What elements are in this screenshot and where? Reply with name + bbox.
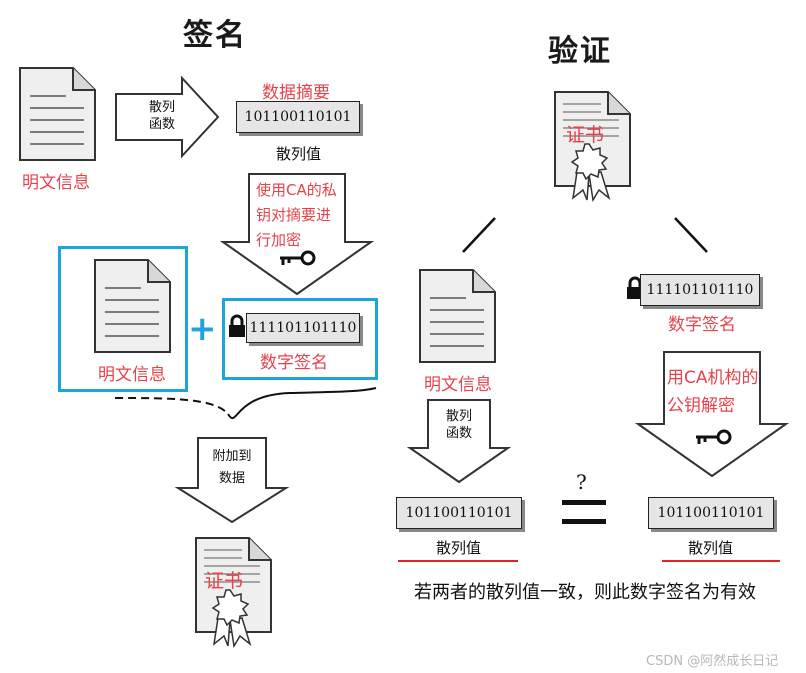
hash-caption-left: 散列值 (436, 539, 482, 557)
certificate-label-2: 证书 (566, 124, 605, 146)
underline-right (662, 560, 780, 562)
certificate-icon-2 (554, 91, 631, 203)
plaintext-label: 明文信息 (22, 173, 90, 193)
lock-icon (229, 314, 245, 337)
signature-value-box-2: 111101101110 (640, 274, 760, 306)
key-icon (280, 250, 316, 266)
document-icon-2 (94, 259, 171, 353)
hash-function-line1: 散列 (148, 100, 175, 115)
hash-function-2-line1: 散列 (445, 409, 472, 424)
hash-value-box-right: 101100110101 (648, 497, 774, 529)
hash-function-2-line2: 函数 (445, 426, 472, 441)
decrypt-line2: 公钥解密 (667, 396, 735, 416)
underline-left (398, 560, 518, 562)
sign-title: 签名 (183, 18, 247, 53)
decrypt-line1: 用CA机构的 (667, 368, 759, 388)
plaintext-label-2: 明文信息 (98, 365, 166, 385)
hash-function-line2: 函数 (148, 117, 175, 132)
signature-label-2: 数字签名 (668, 315, 736, 335)
encrypt-line2: 钥对摘要进 (256, 206, 332, 224)
conclusion-text: 若两者的散列值一致，则此数字签名为有效 (414, 582, 756, 603)
encrypt-arrow (219, 173, 375, 296)
plaintext-label-3: 明文信息 (424, 375, 492, 395)
question-mark: ? (576, 470, 587, 494)
attach-line2: 数据 (218, 471, 245, 486)
document-icon-3 (419, 269, 496, 363)
certificate-label: 证书 (205, 570, 244, 592)
encrypt-line3: 行加密 (256, 231, 302, 249)
key-icon-2 (696, 429, 732, 445)
attach-arrow (174, 437, 290, 524)
attach-line1: 附加到 (212, 449, 252, 464)
document-icon (19, 67, 96, 161)
watermark: CSDN @阿然成长日记 (646, 654, 779, 669)
signature-frame (222, 298, 378, 380)
digest-label: 数据摘要 (262, 83, 330, 103)
encrypt-line1: 使用CA的私 (256, 181, 337, 199)
plaintext-frame (58, 246, 188, 392)
plus-sign: + (188, 309, 217, 349)
signature-label: 数字签名 (260, 353, 328, 373)
verify-title: 验证 (548, 34, 612, 69)
certificate-icon (195, 537, 272, 649)
hash-caption-right: 散列值 (688, 539, 734, 557)
equals-sign (562, 500, 606, 524)
signature-value-box: 111101101110 (246, 313, 360, 343)
hash-value-box: 101100110101 (236, 101, 360, 133)
hash-function-arrow-2 (406, 399, 512, 484)
decrypt-arrow (634, 351, 790, 478)
hash-value-caption: 散列值 (276, 145, 322, 163)
lock-icon-2 (627, 276, 643, 299)
hash-function-arrow (115, 75, 220, 159)
hash-value-box-left: 101100110101 (396, 497, 522, 529)
